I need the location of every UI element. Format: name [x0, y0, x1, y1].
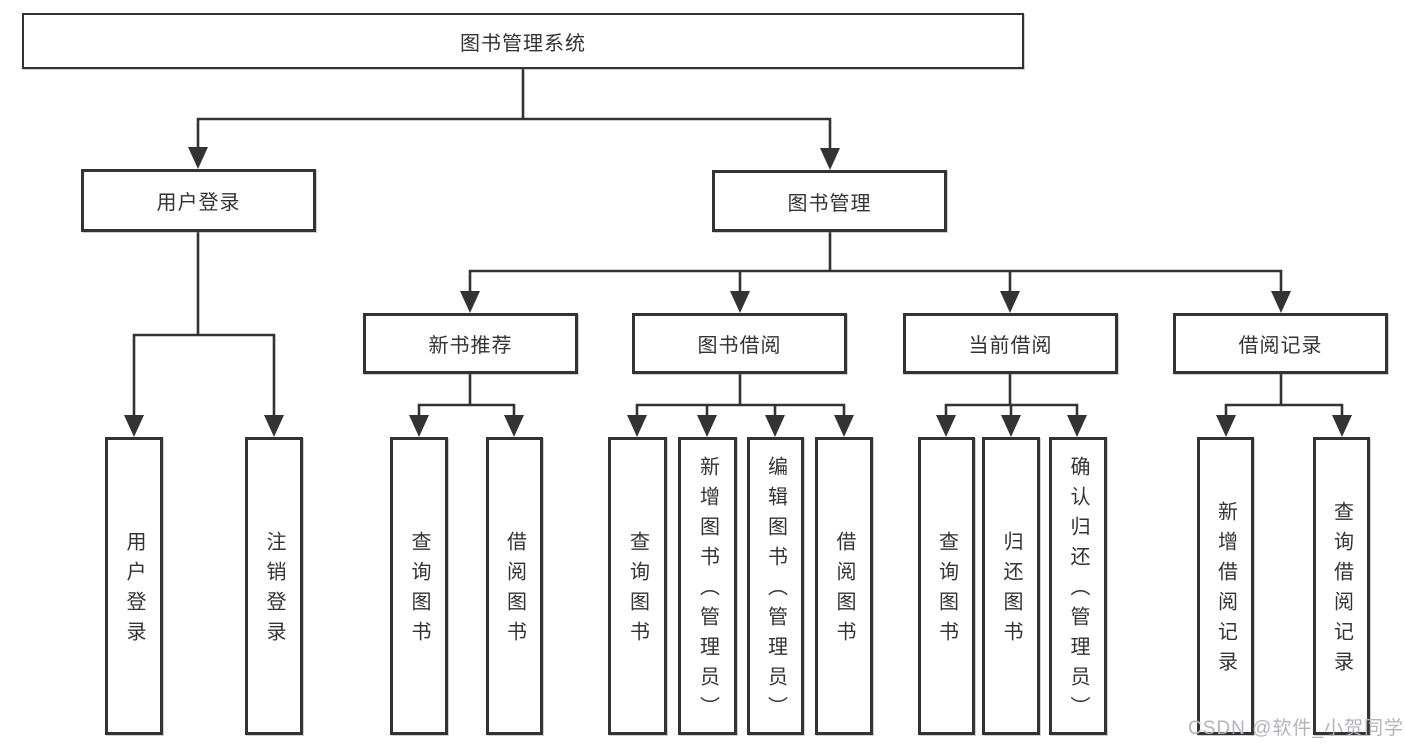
node-label: 图书管理系统	[460, 32, 586, 55]
leaf-add-borrow-record: 新增借阅记录	[1197, 437, 1254, 735]
node-label: 图书管理	[787, 192, 872, 215]
arrowhead-icon	[1001, 415, 1021, 437]
arrowhead-icon	[936, 415, 956, 437]
leaf-label: 查询借阅记录	[1330, 501, 1353, 681]
arrowhead-icon	[730, 291, 750, 313]
leaf-label: 归还图书	[1000, 531, 1022, 651]
arrowhead-icon	[409, 415, 429, 437]
leaf-query-books-borrowing: 查询图书	[608, 437, 667, 735]
leaf-query-borrow-record: 查询借阅记录	[1313, 437, 1370, 735]
connector-line	[196, 117, 832, 165]
leaf-edit-books-admin: 编辑图书（管理员）	[747, 437, 804, 735]
node-label: 当前借阅	[968, 335, 1053, 357]
leaf-add-books-admin: 新增图书（管理员）	[678, 437, 737, 735]
node-book-borrowing: 图书借阅	[632, 313, 847, 374]
connector-line	[635, 403, 846, 433]
node-label: 新书推荐	[428, 335, 513, 357]
leaf-label: 确认归还（管理员）	[1067, 456, 1089, 726]
node-current-borrowing: 当前借阅	[903, 313, 1118, 374]
node-label: 图书借阅	[697, 335, 782, 357]
leaf-label: 新增图书（管理员）	[696, 456, 719, 726]
leaf-label: 查询图书	[626, 531, 649, 651]
leaf-confirm-return-admin: 确认归还（管理员）	[1049, 437, 1107, 735]
leaf-borrow-books-recommend: 借阅图书	[486, 437, 543, 735]
node-library-management-system: 图书管理系统	[22, 13, 1024, 69]
arrowhead-icon	[1332, 415, 1352, 437]
arrowhead-icon	[1271, 291, 1291, 313]
arrowhead-icon	[460, 291, 480, 313]
node-user-login: 用户登录	[81, 169, 316, 232]
node-label: 借阅记录	[1238, 335, 1323, 357]
leaf-label: 编辑图书（管理员）	[764, 456, 787, 726]
leaf-label: 查询图书	[408, 531, 430, 651]
node-book-management: 图书管理	[712, 170, 947, 232]
leaf-label: 借阅图书	[833, 531, 855, 651]
arrowhead-icon	[1216, 415, 1236, 437]
leaf-label: 用户登录	[123, 531, 145, 651]
arrowhead-icon	[697, 415, 717, 437]
leaf-borrow-books-borrowing: 借阅图书	[815, 437, 873, 735]
arrowhead-icon	[834, 415, 854, 437]
connector-line	[417, 403, 516, 433]
arrowhead-icon	[188, 147, 208, 169]
connector-line	[1224, 403, 1344, 433]
connector-line	[132, 333, 276, 433]
arrowhead-icon	[820, 148, 840, 170]
node-new-book-recommendation: 新书推荐	[363, 313, 578, 374]
connector-line	[468, 269, 1283, 309]
node-borrowing-records: 借阅记录	[1173, 313, 1388, 374]
leaf-query-books-current: 查询图书	[918, 437, 975, 735]
leaf-label: 查询图书	[935, 531, 958, 651]
leaf-label: 注销登录	[263, 531, 285, 651]
arrowhead-icon	[124, 415, 144, 437]
leaf-logout: 注销登录	[245, 437, 303, 735]
leaf-label: 新增借阅记录	[1214, 501, 1237, 681]
node-label: 用户登录	[156, 192, 241, 214]
arrowhead-icon	[504, 415, 524, 437]
arrowhead-icon	[765, 415, 785, 437]
arrowhead-icon	[627, 415, 647, 437]
csdn-watermark: CSDN @软件_小贺同学	[1188, 718, 1404, 739]
arrowhead-icon	[1000, 291, 1020, 313]
leaf-user-login: 用户登录	[105, 437, 163, 735]
leaf-return-books: 归还图书	[982, 437, 1040, 735]
arrowhead-icon	[264, 415, 284, 437]
leaf-query-books-recommend: 查询图书	[390, 437, 448, 735]
leaf-label: 借阅图书	[503, 531, 526, 651]
arrowhead-icon	[1067, 415, 1087, 437]
